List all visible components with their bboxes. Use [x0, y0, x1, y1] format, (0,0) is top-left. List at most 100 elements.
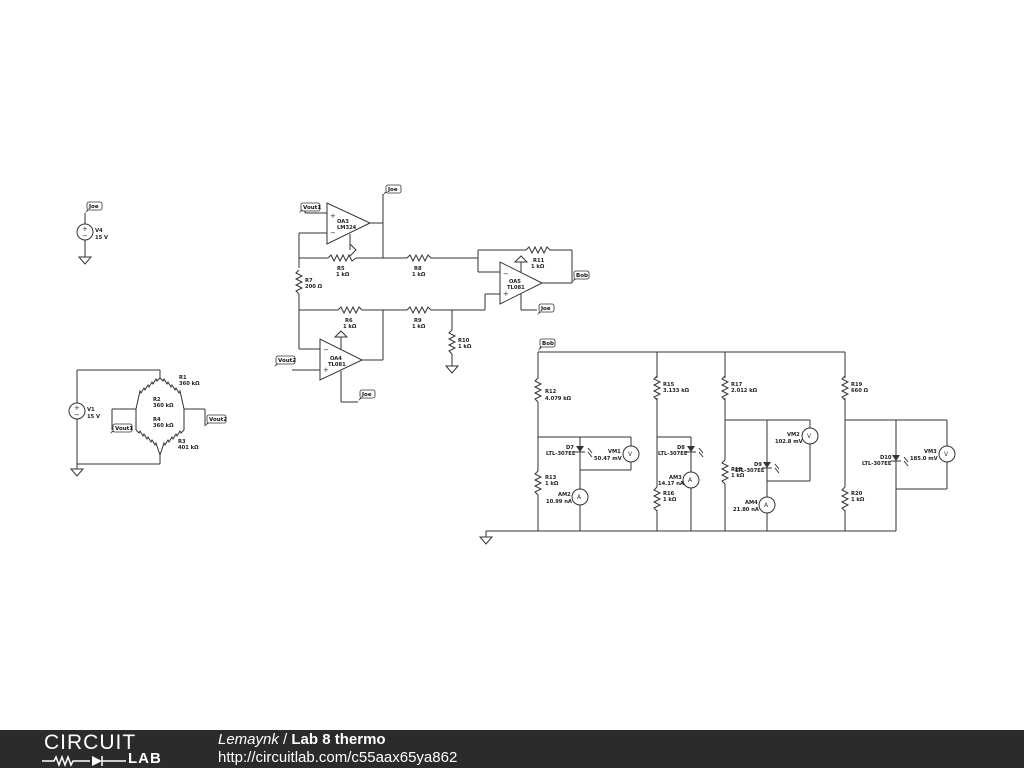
resistor-r5[interactable]: R5 1 kΩ — [327, 253, 357, 278]
svg-text:1 kΩ: 1 kΩ — [531, 264, 545, 270]
svg-text:4.079 kΩ: 4.079 kΩ — [545, 396, 572, 402]
v4-name: V4 — [95, 228, 103, 234]
svg-text:−: − — [82, 232, 88, 240]
resistor-r2[interactable]: R2 360 kΩ — [135, 377, 174, 410]
resistor-r16[interactable]: R16 1 kΩ — [652, 486, 677, 512]
svg-text:14.17 nA: 14.17 nA — [658, 481, 684, 487]
voltmeter-vm1[interactable]: V VM1 50.47 mV — [594, 445, 640, 463]
net-tag-joe-source[interactable]: Joe — [85, 201, 103, 213]
svg-text:LTL-307EE: LTL-307EE — [658, 451, 688, 457]
resistor-r4[interactable]: R4 360 kΩ — [135, 417, 174, 456]
resistor-r10[interactable]: R10 1 kΩ — [445, 310, 472, 374]
svg-text:360 kΩ: 360 kΩ — [153, 423, 174, 429]
led-d8[interactable]: D8 LTL-307EE — [658, 445, 704, 458]
svg-text:R19: R19 — [851, 382, 863, 388]
svg-text:Bob: Bob — [576, 273, 588, 279]
resistor-r9[interactable]: R9 1 kΩ — [406, 305, 485, 330]
svg-text:A: A — [764, 502, 769, 509]
resistor-r8[interactable]: R8 1 kΩ — [406, 253, 432, 278]
author-link[interactable]: Lemaynk — [218, 731, 279, 748]
svg-text:R10: R10 — [458, 338, 470, 344]
source-v1[interactable]: + − V1 15 V — [68, 370, 100, 477]
net-tag-joe-oa5[interactable]: Joe — [537, 303, 555, 315]
net-tag-joe-oa3[interactable]: Joe — [383, 184, 402, 195]
svg-text:1 kΩ: 1 kΩ — [412, 324, 426, 330]
svg-text:R20: R20 — [851, 491, 863, 497]
title-separator: / — [278, 731, 292, 748]
svg-text:10.99 nA: 10.99 nA — [546, 499, 572, 505]
svg-text:185.0 mV: 185.0 mV — [910, 456, 938, 462]
resistor-r18[interactable]: R18 1 kΩ — [720, 459, 745, 485]
svg-text:LTL-307EE: LTL-307EE — [546, 451, 576, 457]
svg-text:VM3: VM3 — [924, 449, 937, 455]
svg-text:1 kΩ: 1 kΩ — [343, 324, 357, 330]
svg-text:1 kΩ: 1 kΩ — [663, 497, 677, 503]
opamp-oa5[interactable]: − + OA5 TL081 — [499, 255, 544, 311]
svg-text:660 Ω: 660 Ω — [851, 388, 869, 394]
resistor-r15[interactable]: R15 3.133 kΩ — [652, 375, 690, 401]
resistor-r12[interactable]: R12 4.079 kΩ — [533, 377, 572, 403]
logo-squiggle-icon — [42, 754, 126, 768]
svg-text:1 kΩ: 1 kΩ — [731, 473, 745, 479]
svg-text:Vout1: Vout1 — [115, 426, 133, 432]
voltmeter-vm2[interactable]: V VM2 102.8 mV — [775, 427, 819, 445]
svg-text:+: + — [323, 366, 329, 374]
svg-text:VM2: VM2 — [787, 432, 800, 438]
led-d7[interactable]: D7 LTL-307EE — [546, 445, 593, 458]
led-d10[interactable]: D10 LTL-307EE — [862, 455, 909, 467]
project-title[interactable]: Lab 8 thermo — [291, 731, 386, 748]
logo-top-text: CIRCUIT — [44, 731, 137, 754]
svg-text:+: + — [74, 404, 80, 412]
svg-text:R6: R6 — [345, 318, 353, 324]
oa3-wires — [298, 194, 478, 268]
resistor-r7[interactable]: R7 200 Ω — [294, 269, 323, 310]
net-tag-bob-bus[interactable]: Bob — [538, 338, 556, 351]
circuitlab-logo[interactable]: CIRCUIT LAB — [40, 731, 180, 768]
svg-text:AM2: AM2 — [558, 492, 571, 498]
svg-text:R2: R2 — [153, 397, 161, 403]
net-tag-vout1-bridge[interactable]: Vout1 — [110, 408, 136, 434]
resistor-r17[interactable]: R17 2.012 kΩ — [720, 375, 758, 401]
svg-text:OA4: OA4 — [330, 356, 342, 362]
net-tag-joe-oa4[interactable]: Joe — [358, 389, 376, 401]
net-tag-vout1-oa3[interactable]: Vout1 — [299, 202, 321, 213]
led-d9[interactable]: D9 LTL-307EE — [735, 462, 780, 474]
oa4-wires — [292, 310, 384, 371]
svg-text:Bob: Bob — [542, 341, 554, 347]
ammeter-am4[interactable]: A AM4 21.80 nA — [733, 496, 776, 514]
svg-text:VM1: VM1 — [608, 449, 621, 455]
resistor-r13[interactable]: R13 1 kΩ — [533, 470, 559, 496]
opamp-oa3[interactable]: + − OA3 LM324 — [326, 202, 372, 257]
oa5-wires — [477, 249, 573, 310]
net-tag-vout2-bridge[interactable]: Vout2 — [184, 408, 227, 426]
project-title-line: Lemaynk / Lab 8 thermo — [218, 731, 386, 749]
svg-text:LTL-307EE: LTL-307EE — [735, 468, 765, 474]
svg-text:200 Ω: 200 Ω — [305, 284, 323, 290]
resistor-r3[interactable]: R3 401 kΩ — [159, 429, 199, 456]
svg-text:Joe: Joe — [540, 306, 551, 312]
svg-text:TL081: TL081 — [328, 362, 346, 368]
svg-text:+: + — [82, 225, 88, 233]
net-tag-vout2-oa4[interactable]: Vout2 — [274, 355, 296, 367]
net-tag-bob-oa5[interactable]: Bob — [572, 270, 590, 282]
v1-name: V1 — [87, 407, 95, 413]
svg-text:Vout2: Vout2 — [278, 358, 296, 364]
ammeter-am2[interactable]: A AM2 10.99 nA — [546, 488, 589, 506]
svg-text:LTL-307EE: LTL-307EE — [862, 461, 892, 467]
source-v4[interactable]: + − V4 15 V — [76, 213, 108, 265]
svg-text:1 kΩ: 1 kΩ — [412, 272, 426, 278]
resistor-r19[interactable]: R19 660 Ω — [840, 375, 869, 401]
svg-text:R9: R9 — [414, 318, 422, 324]
voltmeter-vm3[interactable]: V VM3 185.0 mV — [910, 445, 956, 463]
resistor-r6[interactable]: R6 1 kΩ — [299, 305, 407, 330]
opamp-oa4[interactable]: − + OA4 TL081 — [319, 330, 364, 403]
resistor-r1[interactable]: R1 360 kΩ — [159, 375, 200, 410]
svg-text:R3: R3 — [178, 439, 186, 445]
resistor-r20[interactable]: R20 1 kΩ — [840, 486, 865, 512]
svg-text:R12: R12 — [545, 389, 557, 395]
ammeter-am3[interactable]: A AM3 14.17 nA — [658, 471, 700, 489]
svg-text:R13: R13 — [545, 475, 557, 481]
svg-text:2.012 kΩ: 2.012 kΩ — [731, 388, 758, 394]
resistor-r11[interactable]: R11 1 kΩ — [525, 245, 551, 270]
project-url[interactable]: http://circuitlab.com/c55aax65ya862 — [218, 749, 458, 766]
